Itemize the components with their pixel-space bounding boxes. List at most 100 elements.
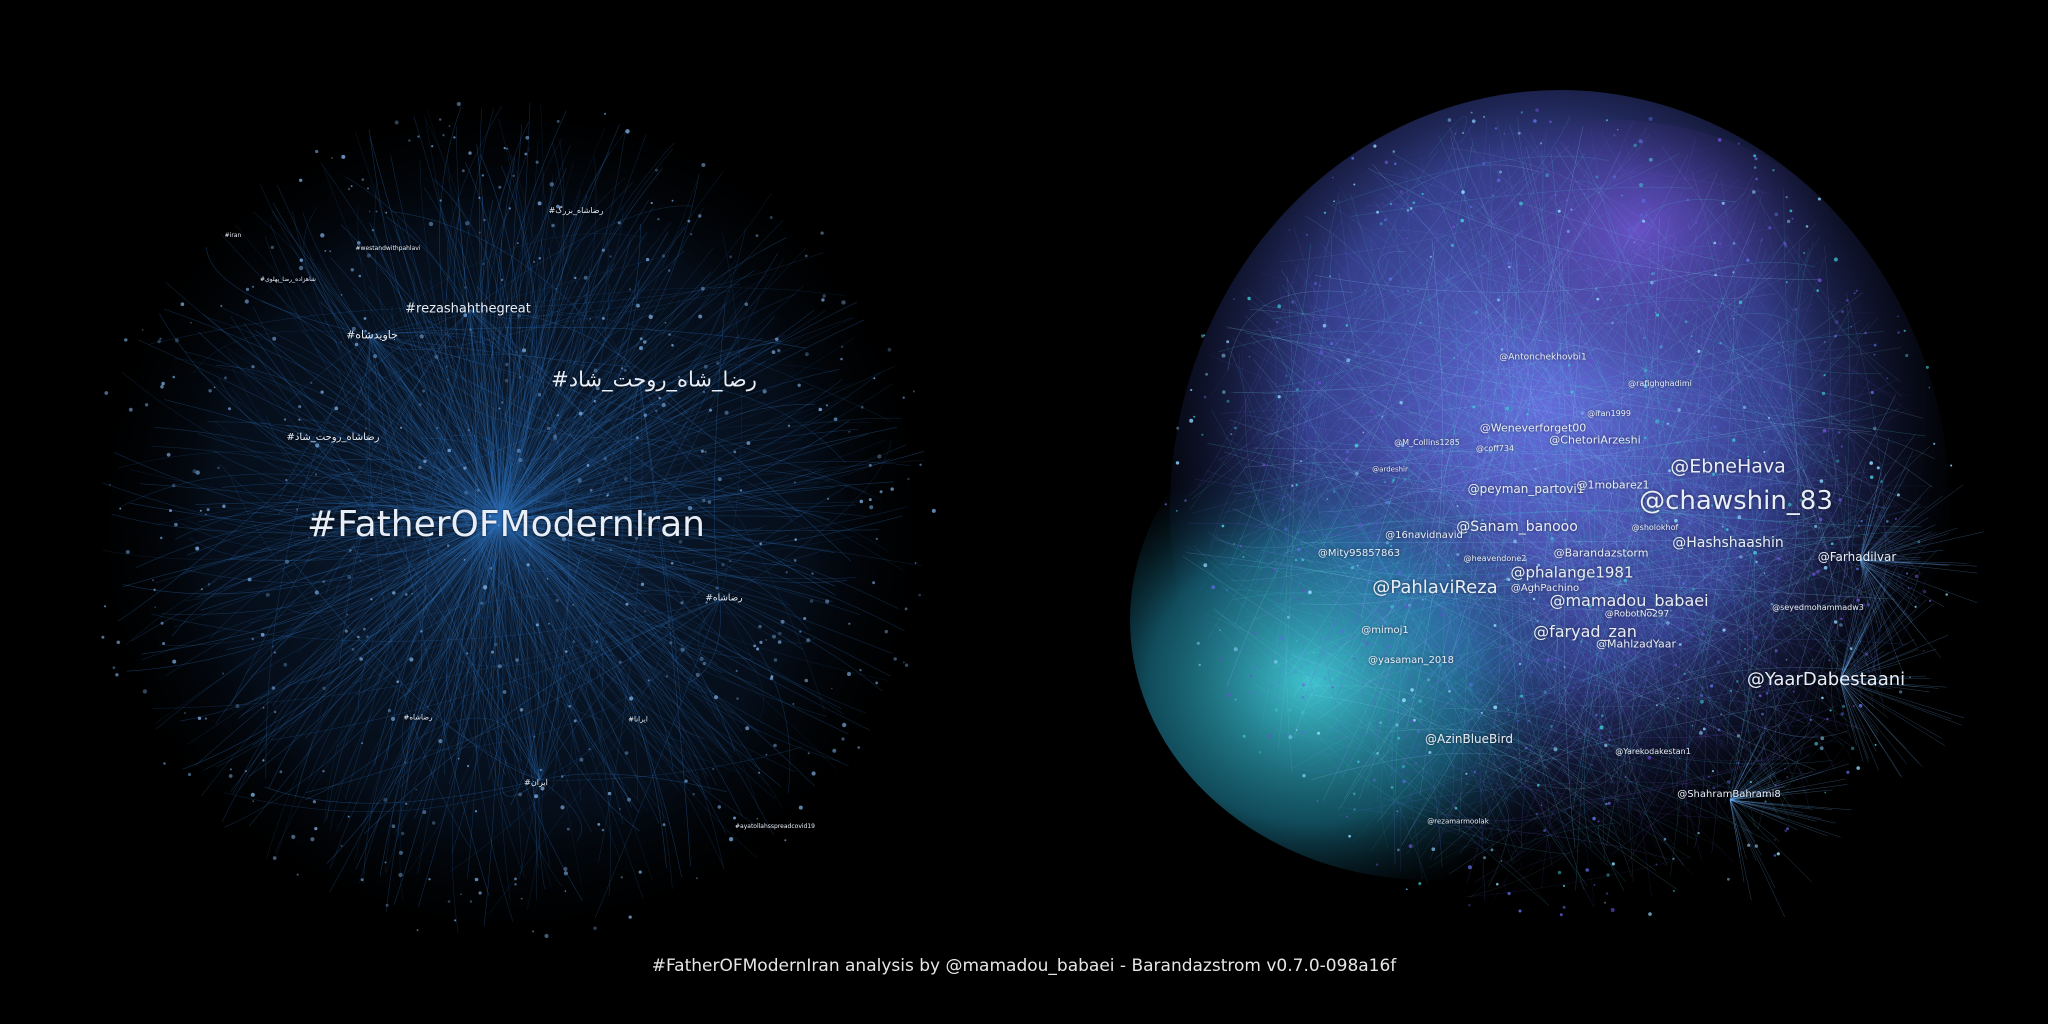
left-node bbox=[160, 385, 164, 389]
right-node bbox=[1626, 304, 1629, 307]
right-node bbox=[1824, 341, 1826, 343]
left-node bbox=[589, 488, 593, 492]
right-edge bbox=[1518, 453, 1653, 619]
right-edge bbox=[1197, 346, 1585, 574]
left-edge bbox=[499, 474, 575, 534]
right-edge bbox=[1757, 569, 1870, 693]
right-edge bbox=[1464, 856, 1692, 898]
right-edge bbox=[1540, 472, 1888, 510]
right-edge bbox=[1679, 515, 1772, 543]
left-node bbox=[624, 477, 628, 482]
left-node bbox=[260, 632, 265, 637]
left-edge bbox=[499, 412, 596, 521]
right-label: @Antonchekhovbi1 bbox=[1499, 352, 1587, 363]
right-fan-edge bbox=[1729, 799, 1785, 820]
left-edge bbox=[499, 402, 839, 521]
left-edge bbox=[499, 259, 736, 521]
left-node bbox=[411, 592, 413, 595]
right-label: @mamadou_babaei bbox=[1549, 591, 1709, 610]
right-label: @MahlzadYaar bbox=[1596, 637, 1676, 651]
right-edge bbox=[1543, 235, 1697, 483]
left-edge bbox=[183, 519, 501, 583]
right-edge bbox=[1409, 411, 1592, 483]
right-edge bbox=[1500, 311, 1857, 746]
left-node bbox=[299, 178, 303, 182]
right-node bbox=[1650, 280, 1654, 285]
left-edge bbox=[462, 107, 501, 521]
right-node bbox=[1570, 390, 1574, 394]
left-node bbox=[636, 303, 640, 308]
right-node bbox=[1762, 293, 1765, 296]
right-edge bbox=[1244, 332, 1926, 437]
right-edge bbox=[1413, 311, 1609, 671]
right-node bbox=[1578, 540, 1581, 543]
right-edge bbox=[1472, 505, 1675, 846]
right-node bbox=[1273, 567, 1276, 571]
right-edge bbox=[1231, 244, 1311, 563]
right-node bbox=[1841, 310, 1844, 313]
right-node bbox=[1834, 334, 1837, 338]
right-edge bbox=[1460, 323, 1865, 512]
left-edge bbox=[499, 519, 767, 540]
left-node bbox=[361, 742, 363, 745]
left-edge bbox=[262, 519, 501, 629]
right-node bbox=[1455, 439, 1458, 442]
left-node bbox=[428, 221, 434, 227]
right-edge bbox=[1361, 300, 1631, 673]
right-edge bbox=[1277, 528, 1606, 683]
left-edge bbox=[371, 519, 501, 643]
right-node bbox=[1768, 226, 1772, 230]
left-edge bbox=[306, 433, 501, 529]
left-edge bbox=[396, 224, 501, 521]
left-node bbox=[272, 336, 277, 341]
right-node bbox=[1710, 338, 1713, 341]
right-edge bbox=[1425, 199, 1805, 464]
left-node bbox=[217, 466, 220, 470]
left-edge bbox=[187, 519, 501, 745]
left-edge bbox=[484, 519, 546, 646]
left-edge bbox=[499, 519, 724, 653]
right-node bbox=[1550, 658, 1555, 662]
left-node bbox=[702, 661, 707, 666]
right-node bbox=[1697, 831, 1700, 835]
right-edge bbox=[1507, 126, 1810, 425]
right-edge bbox=[1228, 555, 1494, 673]
right-edge bbox=[1515, 574, 1685, 867]
right-edge bbox=[1574, 577, 1812, 627]
left-node bbox=[628, 915, 632, 919]
left-edge bbox=[423, 348, 501, 521]
left-edge bbox=[499, 379, 843, 521]
right-node bbox=[1763, 572, 1766, 574]
right-node bbox=[1288, 229, 1291, 231]
left-edge bbox=[281, 441, 501, 521]
right-edge bbox=[1474, 158, 1596, 699]
right-label: @ShahramBahrami8 bbox=[1677, 789, 1781, 800]
right-edge bbox=[1224, 353, 1582, 513]
right-fan-edge bbox=[1729, 799, 1752, 835]
right-edge bbox=[1319, 588, 1630, 640]
right-edge bbox=[1532, 471, 1833, 513]
right-node bbox=[1785, 281, 1788, 284]
left-node bbox=[370, 598, 373, 601]
right-edge bbox=[1305, 266, 1635, 549]
right-edge bbox=[1276, 557, 1779, 721]
right-edge bbox=[1451, 320, 1609, 654]
right-edge bbox=[1344, 587, 1607, 799]
right-edge bbox=[1238, 368, 1506, 540]
left-node bbox=[502, 690, 507, 694]
left-node bbox=[842, 722, 847, 728]
right-edge bbox=[1207, 553, 1574, 859]
left-edge bbox=[499, 383, 853, 521]
right-edge bbox=[1586, 713, 1837, 801]
right-node bbox=[1273, 660, 1278, 664]
right-node bbox=[1640, 489, 1644, 493]
right-fan-edge bbox=[1729, 780, 1782, 801]
right-fan-edge bbox=[1729, 771, 1776, 801]
right-label: @Mity95857863 bbox=[1317, 548, 1401, 559]
left-edge bbox=[203, 519, 501, 771]
right-node bbox=[1655, 419, 1660, 424]
left-node bbox=[347, 187, 351, 191]
right-node bbox=[1753, 550, 1757, 555]
left-edge bbox=[499, 519, 641, 605]
right-edge bbox=[1426, 425, 1753, 493]
